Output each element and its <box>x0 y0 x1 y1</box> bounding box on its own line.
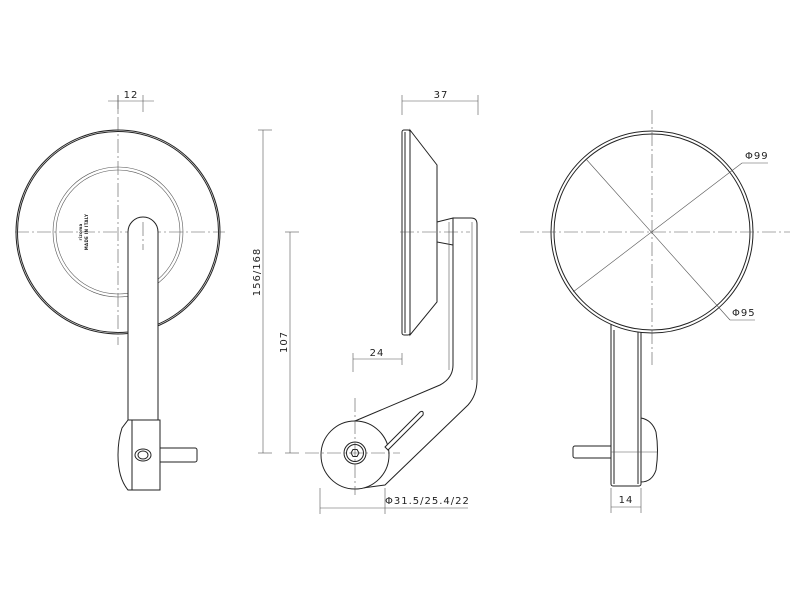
dim-phi95-label: Φ95 <box>732 308 756 319</box>
dim-24-label: 24 <box>370 348 385 359</box>
mirror-arm <box>127 216 159 421</box>
mirror-glass-edge <box>401 129 411 336</box>
dim-clamp-diameter-label: Φ31.5/25.4/22 <box>385 496 470 507</box>
dim-12: 12 <box>108 90 154 112</box>
brand-logo: rizoma MADE IN ITALY <box>78 214 89 250</box>
clamp-screw-inner <box>137 450 149 460</box>
dim-phi99-label: Φ99 <box>745 151 769 162</box>
dim-24: 24 <box>352 348 403 372</box>
dim-156-168: 156/168 <box>252 129 272 454</box>
svg-text:MADE IN ITALY: MADE IN ITALY <box>84 214 89 250</box>
dim-156-168-label: 156/168 <box>252 248 263 297</box>
front-view: rizoma MADE IN ITALY 12 <box>15 90 225 491</box>
mirror-mount <box>436 217 454 246</box>
dim-clamp-diameter: Φ31.5/25.4/22 <box>319 488 470 514</box>
clamp-pin <box>157 447 198 463</box>
mirror-stem <box>610 321 642 487</box>
dim-107: 107 <box>279 231 299 454</box>
dim-14-label: 14 <box>619 495 634 506</box>
rear-view: Φ99 Φ95 14 <box>520 110 790 513</box>
svg-text:rizoma: rizoma <box>78 223 83 240</box>
clamp-cap <box>640 417 658 483</box>
clamp-pin <box>572 445 614 459</box>
dim-phi95: Φ95 <box>585 158 756 321</box>
dim-12-label: 12 <box>124 90 139 101</box>
dim-phi99: Φ99 <box>572 151 769 293</box>
dim-37: 37 <box>401 90 479 115</box>
dim-107-label: 107 <box>279 331 290 353</box>
side-view: 37 24 Φ31.5/25.4/22 <box>305 90 479 514</box>
clamp-slot <box>384 410 424 451</box>
mirror-back-shell <box>409 128 438 337</box>
dim-14: 14 <box>610 488 642 513</box>
dim-37-label: 37 <box>434 90 449 101</box>
side-arm <box>354 217 478 490</box>
